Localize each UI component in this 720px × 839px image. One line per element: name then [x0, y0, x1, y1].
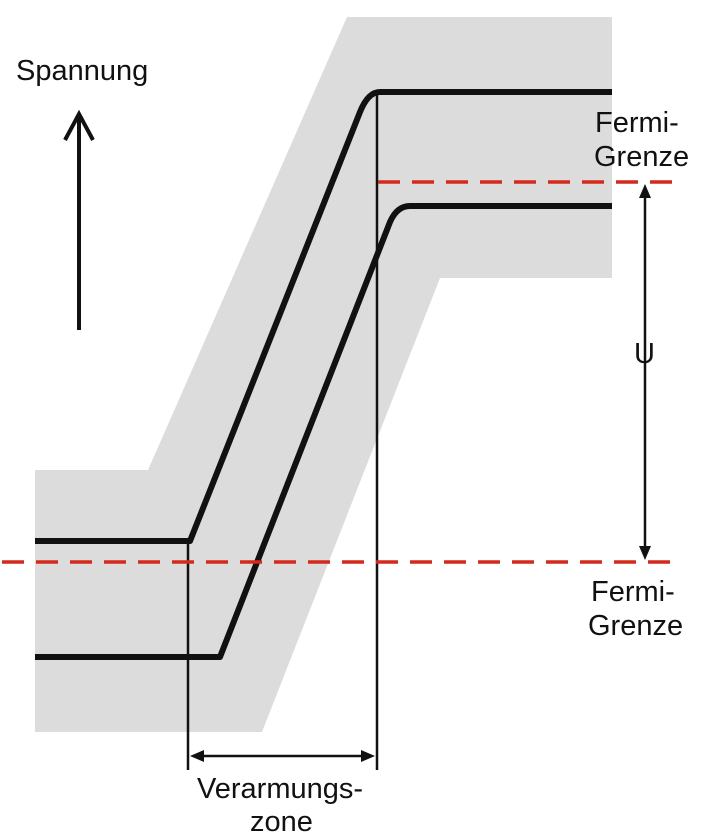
voltage-label-u: U	[634, 338, 655, 370]
arrowhead-right-icon	[361, 750, 375, 762]
arrowhead-up-icon	[639, 184, 651, 198]
arrowhead-left-icon	[190, 750, 204, 762]
fermi-top-label-line1: Fermi-	[595, 107, 679, 139]
axis-label-spannung: Spannung	[16, 55, 148, 87]
fermi-bottom-label-line2: Grenze	[588, 610, 683, 642]
arrowhead-down-icon	[639, 546, 651, 560]
upper-band-edge	[35, 89, 612, 544]
fermi-top-label-line2: Grenze	[594, 141, 689, 173]
arrow-up-icon	[63, 109, 95, 141]
lower-band-edge	[35, 203, 612, 660]
zone-label-line2: zone	[250, 806, 313, 838]
fermi-bottom-label-line1: Fermi-	[591, 576, 675, 608]
zone-label-line1: Verarmungs-	[197, 773, 363, 805]
band-region	[35, 17, 612, 732]
